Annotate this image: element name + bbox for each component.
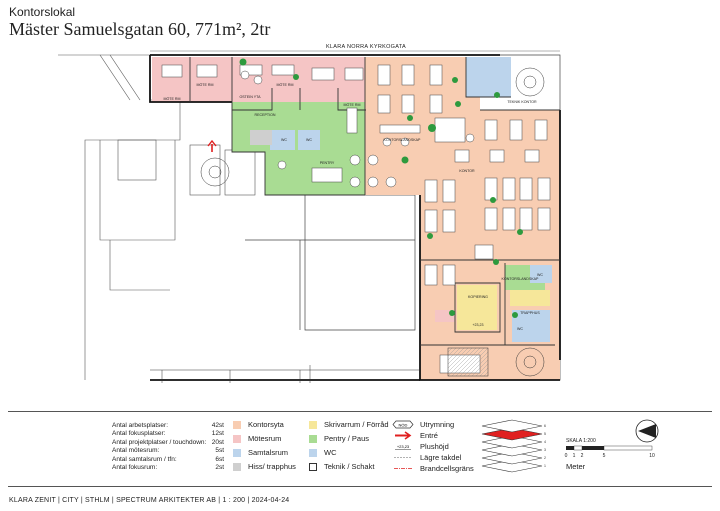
room-label-kontor-right: KONTORSLANDSKAP: [502, 277, 539, 281]
svg-text:6: 6: [544, 424, 546, 428]
legend-lagre-takdel: Lägre takdel: [392, 453, 461, 462]
swatch-hiss: [233, 462, 241, 471]
svg-text:2: 2: [544, 456, 546, 460]
room-label-wc-1: WC: [281, 138, 287, 142]
room-label-trapphus: TRAPPHUS: [520, 311, 540, 315]
zone-samtalsrum-2: [530, 265, 552, 283]
room-label-pentry: PENTRY: [320, 161, 335, 165]
zone-skrivarrum: [457, 285, 497, 330]
facade-columns: [150, 365, 420, 383]
room-label-kontor-left: KONTORSLANDSKAP: [384, 138, 421, 142]
floor-plan: KLARA NORRA KYRKOGATA: [58, 44, 561, 383]
svg-text:1: 1: [573, 453, 576, 459]
red-dashdot-line-icon: [392, 464, 414, 473]
legend-plushojd: +23,23 Plushöjd: [392, 442, 449, 451]
svg-text:NÖD: NÖD: [399, 422, 408, 427]
svg-text:+23,23: +23,23: [397, 444, 410, 449]
room-label-mote-1: MÖTE RM: [164, 97, 181, 101]
swatch-skrivarrum: [309, 420, 317, 429]
room-label-kopiering: KOPIERING: [468, 295, 488, 299]
swatch-motesrum: [233, 434, 241, 443]
swatch-samtalsrum: [233, 448, 241, 457]
red-arrow-icon: [392, 431, 414, 440]
elevation-marker-icon: +23,23: [392, 442, 414, 451]
furniture-tables: [161, 64, 551, 374]
legend-samtalsrum: Samtalsrum: [233, 448, 288, 457]
room-label-kontor-top: TEKNIK KONTOR: [507, 100, 537, 104]
zone-hiss: [250, 130, 272, 145]
exit-sign-icon: NÖD: [392, 420, 414, 429]
zone-forrad: [510, 290, 550, 306]
room-label-reception: RECEPTION: [255, 113, 276, 117]
svg-text:5: 5: [544, 432, 546, 436]
swatch-pentry: [309, 434, 317, 443]
room-label-mote-4: MÖTE RM: [344, 103, 361, 107]
document-title: Mäster Samuelsgatan 60, 771m², 2tr: [9, 19, 271, 39]
divider-bottom: [8, 486, 712, 487]
svg-text:5: 5: [603, 453, 606, 459]
legend-teknik: Teknik / Schakt: [309, 462, 374, 471]
exterior-walls: [149, 54, 561, 381]
zone-wc-b: [270, 130, 295, 150]
scale-unit: Meter: [566, 462, 586, 471]
zone-motesrum-1: [152, 57, 232, 102]
area-stats: Antal arbetsplatser:42st Antal fokusplat…: [112, 422, 224, 472]
room-label-mote-2: MÖTE RM: [197, 83, 214, 87]
stat-row: Antal samtalsrum / tfn:6st: [112, 455, 224, 463]
zone-samtalsrum: [466, 57, 511, 97]
room-label-ostein: OSTEIN YTA: [239, 95, 261, 99]
plants: [239, 58, 523, 318]
room-label-wc-3: WC: [517, 327, 523, 331]
swatch-wc: [309, 448, 317, 457]
interior-walls: [189, 57, 560, 346]
legend-brandcellsgrans: Brandcellsgräns: [392, 464, 474, 473]
stat-row: Antal fokusplatser:12st: [112, 430, 224, 438]
room-label-wc-4: WC: [537, 273, 543, 277]
svg-text:1: 1: [544, 464, 546, 468]
room-label-wc-2: WC: [306, 138, 312, 142]
room-label-mote-3: MÖTE RM: [277, 83, 294, 87]
zone-wc-c: [512, 310, 550, 342]
stat-row: Antal projektplatser / touchdown:20st: [112, 438, 224, 446]
entry-arrow-icon: [207, 139, 217, 152]
swatch-kontorsyta: [233, 420, 241, 429]
zone-wc-a: [298, 130, 320, 150]
street-label: KLARA NORRA KYRKOGATA: [326, 44, 406, 50]
document-subtitle: Kontorslokal: [9, 5, 76, 19]
floor-stack-key: 6 5 4 3 2 1: [481, 419, 546, 473]
room-label-kontor-mid: KONTOR: [459, 169, 475, 173]
svg-text:3: 3: [544, 448, 546, 452]
svg-text:4: 4: [544, 440, 546, 444]
svg-text:10: 10: [649, 453, 655, 459]
footer-credits: KLARA ZENIT | CITY | STHLM | SPECTRUM AR…: [9, 497, 290, 504]
scale-bar: 0 1 2 5 10: [565, 445, 655, 459]
stairs: [200, 67, 545, 377]
plushojd-value: +23,23: [472, 323, 483, 327]
legend-wc: WC: [309, 448, 337, 457]
divider-top: [8, 411, 712, 412]
legend-entre: Entré: [392, 431, 438, 440]
legend-pentry: Pentry / Paus: [309, 434, 369, 443]
stat-row: Antal arbetsplatser:42st: [112, 422, 224, 429]
scale-title: SKALA 1:200: [566, 438, 596, 444]
neighbor-building: [58, 54, 256, 380]
furniture-round-tables: [240, 70, 475, 188]
stat-row: Antal mötesrum:5st: [112, 447, 224, 455]
north-arrow-icon: [635, 419, 659, 443]
svg-text:2: 2: [581, 453, 584, 459]
stat-row: Antal fokusrum:2st: [112, 464, 224, 472]
legend-hiss: Hiss/ trapphus: [233, 462, 296, 471]
legend-kontorsyta: Kontorsyta: [233, 420, 284, 429]
swatch-teknik: [309, 462, 317, 471]
dashed-line-icon: [392, 453, 414, 462]
legend-skrivarrum: Skrivarrum / Förråd: [309, 420, 389, 429]
legend-motesrum: Mötesrum: [233, 434, 281, 443]
legend-utrymning: NÖD Utrymning: [392, 420, 454, 429]
svg-text:0: 0: [565, 453, 568, 459]
